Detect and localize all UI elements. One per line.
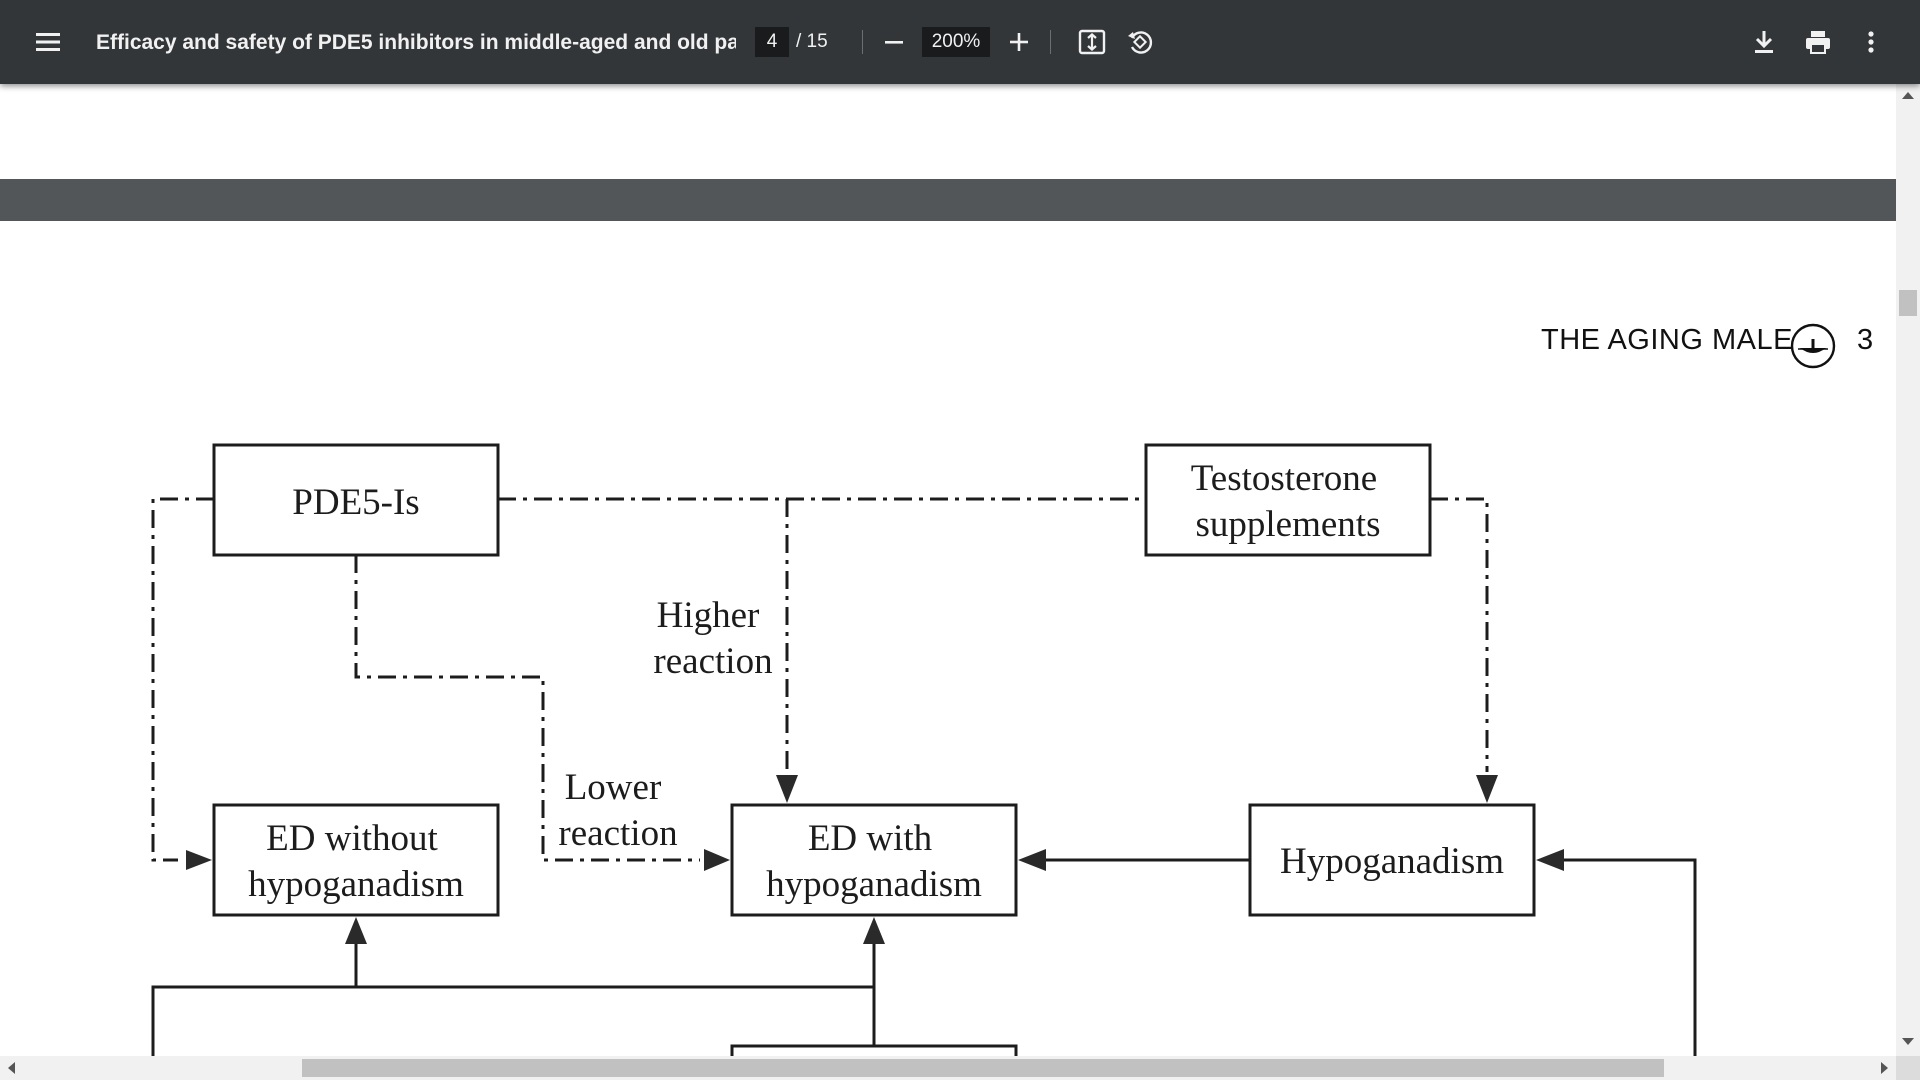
page-number-input[interactable] bbox=[755, 27, 789, 57]
connector-bottom-to-ed-without bbox=[151, 985, 874, 1056]
arrowhead-ed-with-bottom bbox=[863, 917, 885, 944]
box-testosterone-line1: Testosterone bbox=[1191, 458, 1377, 499]
scroll-left-arrow-icon[interactable] bbox=[8, 1062, 15, 1074]
document-title: Efficacy and safety of PDE5 inhibitors i… bbox=[96, 31, 736, 54]
zoom-in-icon[interactable] bbox=[1003, 24, 1035, 60]
box-bottom-partial bbox=[730, 1044, 1018, 1056]
rotate-icon[interactable] bbox=[1122, 24, 1158, 60]
hamburger-menu-icon[interactable] bbox=[30, 24, 66, 60]
current-page bbox=[0, 221, 1896, 1056]
scroll-right-arrow-icon[interactable] bbox=[1881, 1062, 1888, 1074]
arrowhead-hypoganadism-top bbox=[1476, 775, 1498, 803]
box-ed-with-line1: ED with bbox=[808, 818, 933, 859]
vertical-scrollbar[interactable] bbox=[1896, 84, 1920, 1056]
connector-right-loop bbox=[1562, 858, 1697, 1056]
zoom-level-input[interactable] bbox=[922, 27, 990, 57]
document-viewport[interactable]: THE AGING MALE 3 PDE5-Is Testosterone bbox=[0, 84, 1896, 1056]
label-higher-line1: Higher bbox=[657, 595, 760, 636]
toolbar-divider bbox=[1050, 30, 1051, 54]
box-hypoganadism-text: Hypoganadism bbox=[1280, 841, 1504, 882]
box-pde5-inhibitors: PDE5-Is bbox=[212, 443, 500, 557]
connector-lower-reaction bbox=[354, 555, 700, 862]
running-head: THE AGING MALE bbox=[1541, 324, 1793, 356]
zoom-out-icon[interactable] bbox=[878, 24, 910, 60]
page-number: 3 bbox=[1857, 324, 1874, 356]
connector-pde5-to-ed-without bbox=[151, 497, 214, 862]
arrowhead-ed-with-left bbox=[704, 849, 730, 871]
page-separator bbox=[0, 179, 1896, 221]
arrowhead-ed-without bbox=[186, 850, 212, 870]
scrollbar-corner bbox=[1896, 1056, 1920, 1080]
box-testosterone-supplements: Testosterone supplements bbox=[1144, 443, 1432, 557]
arrowhead-ed-without-bottom bbox=[345, 917, 367, 944]
connector-testosterone-to-hypoganadism bbox=[1430, 497, 1489, 772]
arrowhead-higher-reaction bbox=[776, 775, 798, 803]
download-icon[interactable] bbox=[1746, 24, 1782, 60]
fit-page-icon[interactable] bbox=[1074, 24, 1110, 60]
box-ed-with-line2: hypoganadism bbox=[766, 864, 982, 905]
journal-logo-icon bbox=[1789, 322, 1837, 375]
more-options-icon[interactable] bbox=[1854, 24, 1888, 60]
box-ed-without-line1: ED without bbox=[266, 818, 438, 859]
page-total: / 15 bbox=[796, 31, 828, 52]
box-testosterone-line2: supplements bbox=[1196, 504, 1381, 545]
box-pde5-text: PDE5-Is bbox=[292, 482, 419, 523]
arrowhead-hypo-to-ed-with bbox=[1018, 849, 1046, 871]
arrowhead-right-loop bbox=[1536, 849, 1564, 871]
label-higher-line2: reaction bbox=[653, 641, 772, 682]
box-ed-without-hypoganadism: ED without hypoganadism bbox=[212, 803, 500, 917]
pdf-toolbar: Efficacy and safety of PDE5 inhibitors i… bbox=[0, 0, 1920, 84]
scroll-down-arrow-icon[interactable] bbox=[1902, 1038, 1914, 1045]
label-lower-line1: Lower bbox=[565, 767, 662, 808]
box-ed-with-hypoganadism: ED with hypoganadism bbox=[730, 803, 1018, 917]
previous-page bbox=[0, 84, 1896, 179]
box-hypoganadism: Hypoganadism bbox=[1248, 803, 1536, 917]
box-ed-without-line2: hypoganadism bbox=[248, 864, 464, 905]
flowchart-diagram: PDE5-Is Testosterone supplements ED with… bbox=[151, 443, 1697, 1056]
scroll-up-arrow-icon[interactable] bbox=[1902, 92, 1914, 99]
toolbar-divider bbox=[862, 30, 863, 54]
print-icon[interactable] bbox=[1799, 24, 1837, 60]
vertical-scrollbar-thumb[interactable] bbox=[1899, 290, 1917, 316]
label-lower-line2: reaction bbox=[558, 813, 677, 854]
horizontal-scrollbar-thumb[interactable] bbox=[302, 1059, 1664, 1077]
